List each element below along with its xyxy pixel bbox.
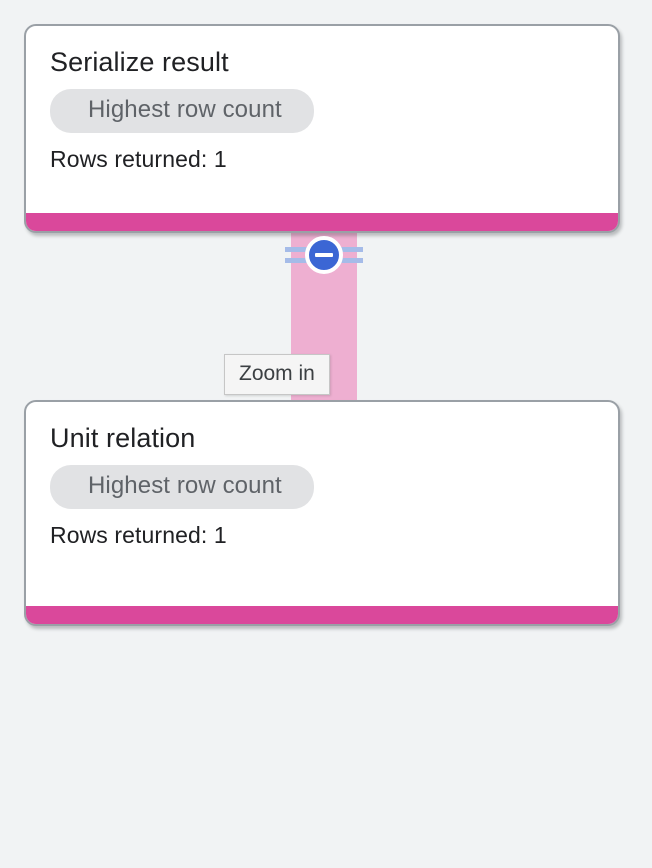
minus-circle-icon[interactable] [305,236,343,274]
node-body: Unit relation Highest row count Rows ret… [26,402,618,549]
node-rows-returned: Rows returned: 1 [50,146,227,172]
node-rows-returned: Rows returned: 1 [50,522,227,548]
node-accent-bar [26,213,618,231]
node-accent-bar [26,606,618,624]
minus-glyph [315,253,333,257]
edge-rails [285,243,363,267]
edge-rail-left-lower [285,258,311,263]
edge-rail-right-lower [337,258,363,263]
node-chip-row: Highest row count [50,465,594,509]
node-card-unit-relation[interactable]: Unit relation Highest row count Rows ret… [24,400,620,626]
node-body: Serialize result Highest row count Rows … [26,26,618,173]
node-card-serialize-result[interactable]: Serialize result Highest row count Rows … [24,24,620,233]
node-chip-highest-row-count[interactable]: Highest row count [50,465,314,509]
edge-rail-left-upper [285,247,311,252]
node-title: Unit relation [50,423,196,453]
node-chip-highest-row-count[interactable]: Highest row count [50,89,314,133]
node-title: Serialize result [50,47,229,77]
tooltip-zoom-in: Zoom in [224,354,330,395]
edge-rail-right-upper [337,247,363,252]
node-chip-row: Highest row count [50,89,594,133]
